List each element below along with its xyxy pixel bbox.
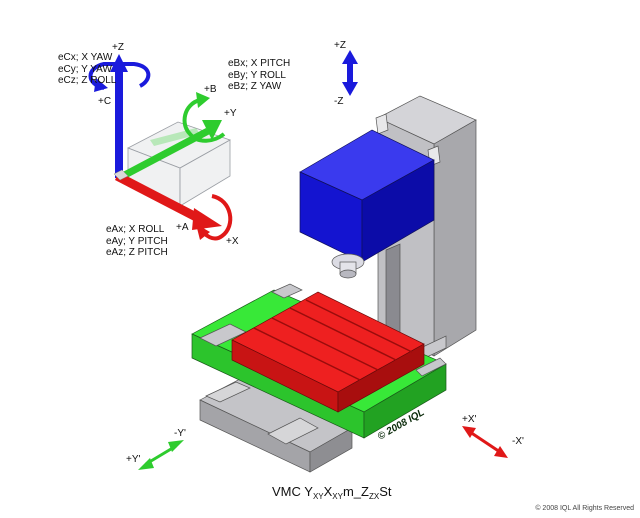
a-rotation-arrowhead (196, 224, 210, 240)
machine-table (231, 291, 425, 413)
title-part-3: m_Z (342, 484, 369, 499)
b-error-x: eBx; X PITCH (228, 58, 291, 69)
diagram-title: VMC YXYXXYm_ZZXSt (272, 484, 391, 501)
machine-base (199, 377, 353, 473)
machine-minus-y-prime-label: -Y' (174, 428, 186, 439)
c-rotation-arc (88, 62, 151, 90)
saddle-rail-left (271, 283, 303, 299)
t-slot-4 (305, 299, 413, 353)
c-error-x: eCx; X YAW (58, 52, 113, 63)
machine-plus-y-prime-label: +Y' (126, 454, 141, 465)
c-error-z: eCz; Z ROLL (58, 75, 117, 86)
column-guide-left (375, 113, 389, 135)
base-guide-rail-2 (205, 381, 251, 403)
a-error-z: eAz; Z PITCH (106, 247, 168, 258)
spindle-head (299, 129, 435, 279)
machine-plus-z-label: +Z (334, 40, 346, 51)
b-error-y: eBy; Y ROLL (228, 69, 286, 81)
x-axis-shaft (115, 172, 200, 222)
a-error-y: eAy; Y PITCH (106, 235, 168, 247)
b-rotation-arc (182, 98, 226, 143)
title-sub-3: ZX (368, 492, 380, 501)
c-rotation-arrowhead (94, 78, 108, 92)
c-error-y: eCy; Y YAW (58, 63, 112, 75)
coordinate-frame (88, 54, 233, 241)
t-slot-3 (289, 307, 397, 361)
axis-plus-x-label: +X (226, 236, 239, 247)
c-error-labels: eCx; X YAW eCy; Y YAW eCz; Z ROLL (58, 52, 116, 87)
b-error-labels: eBx; X PITCH eBy; Y ROLL eBz; Z YAW (228, 58, 290, 93)
axis-plus-y-label: +Y (224, 108, 237, 119)
machine-minus-z-label: -Z (334, 96, 344, 107)
z-axis-shaft (115, 70, 123, 178)
machine-plus-x-prime-label: +X' (462, 414, 477, 425)
a-error-labels: eAx; X ROLL eAy; Y PITCH eAz; Z PITCH (106, 224, 168, 259)
axis-plus-z-label: +Z (112, 42, 124, 53)
title-sub-1: XY (312, 492, 324, 501)
machine-z-arrow (342, 50, 358, 96)
y-axis-arrowhead (202, 120, 222, 140)
t-slot-2 (271, 317, 379, 371)
saddle-rail-back (415, 357, 447, 377)
title-part-4: St (379, 484, 392, 499)
axis-plus-c-label: +C (98, 96, 112, 107)
title-sub-2: XY (332, 492, 343, 501)
title-part-2: X (323, 484, 333, 499)
t-slot-1 (253, 327, 361, 381)
axis-plus-a-label: +A (176, 222, 189, 233)
b-error-z: eBz; Z YAW (228, 81, 282, 92)
base-guide-rail (267, 417, 319, 445)
machine-minus-x-prime-label: -X' (512, 436, 524, 447)
b-rotation-arrowhead (196, 92, 210, 108)
origin-marker (113, 169, 129, 181)
title-prefix: VMC Y (272, 484, 313, 499)
copyright-notice: © 2008 IQL All Rights Reserved (535, 505, 634, 512)
a-error-x: eAx; X ROLL (106, 224, 165, 235)
axis-plus-b-label: +B (204, 84, 217, 95)
x-axis-arrowhead (192, 208, 222, 230)
x-prime-arrow (462, 426, 508, 458)
y-axis-shaft (119, 128, 210, 180)
y-prime-arrow (138, 440, 184, 470)
